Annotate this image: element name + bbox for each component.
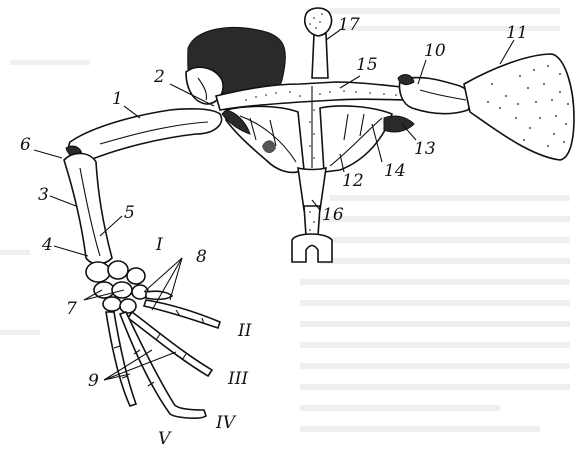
humerus — [66, 109, 222, 161]
label-6: 6 — [20, 135, 31, 155]
label-digit-iv: IV — [215, 413, 237, 433]
label-8: 8 — [196, 247, 207, 267]
label-digit-v: V — [158, 429, 172, 449]
label-10: 10 — [424, 41, 446, 61]
label-1: 1 — [112, 89, 123, 109]
label-9: 9 — [88, 371, 99, 391]
label-4: 4 — [41, 235, 53, 255]
label-15: 15 — [356, 55, 378, 75]
label-5: 5 — [124, 203, 135, 223]
label-16: 16 — [322, 205, 344, 225]
label-7: 7 — [66, 299, 77, 319]
carpus — [86, 261, 148, 313]
label-14: 14 — [384, 161, 406, 181]
label-13: 13 — [414, 139, 436, 159]
label-17: 17 — [338, 15, 360, 35]
label-12: 12 — [342, 171, 364, 191]
right-suprascapula — [464, 54, 574, 160]
label-3: 3 — [38, 185, 49, 205]
label-digit-i: I — [155, 235, 163, 255]
label-digit-ii: II — [237, 321, 252, 341]
right-scapula — [398, 75, 471, 114]
radioulna — [64, 153, 112, 264]
label-2: 2 — [153, 67, 165, 87]
label-digit-iii: III — [227, 369, 248, 389]
label-11: 11 — [506, 23, 528, 43]
